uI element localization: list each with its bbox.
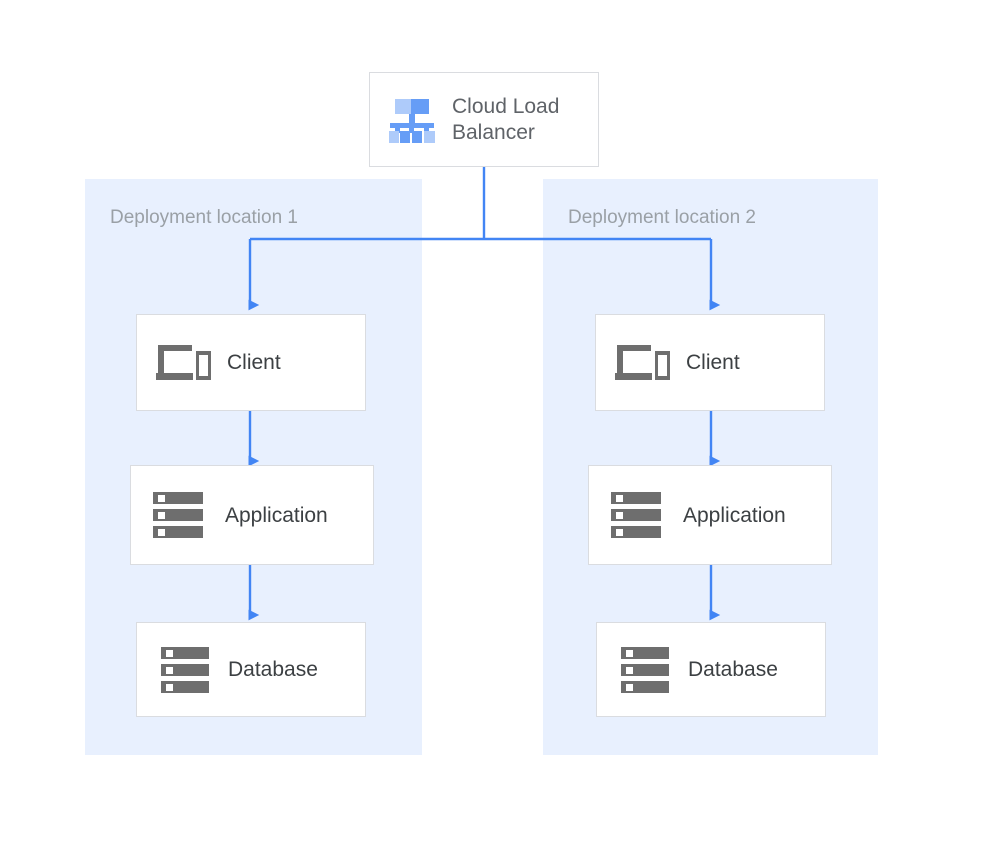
node-label: Database bbox=[688, 658, 778, 681]
server-stack-icon bbox=[619, 644, 674, 696]
deployment-location-1-label: Deployment location 1 bbox=[110, 207, 298, 228]
devices-icon bbox=[155, 339, 213, 387]
node-label: Cloud Load Balancer bbox=[452, 94, 560, 144]
node-label: Database bbox=[228, 658, 318, 681]
server-stack-icon bbox=[159, 644, 214, 696]
node-label: Application bbox=[225, 503, 328, 527]
node-cloud-load-balancer[interactable]: Cloud Load Balancer bbox=[369, 72, 599, 167]
node-label: Application bbox=[683, 503, 786, 527]
node-client-zone-2[interactable]: Client bbox=[595, 314, 825, 411]
server-stack-icon bbox=[609, 489, 667, 541]
node-client-zone-1[interactable]: Client bbox=[136, 314, 366, 411]
deployment-location-2-label: Deployment location 2 bbox=[568, 207, 756, 228]
node-application-zone-1[interactable]: Application bbox=[130, 465, 374, 565]
server-stack-icon bbox=[151, 489, 209, 541]
node-label: Client bbox=[227, 351, 281, 374]
node-application-zone-2[interactable]: Application bbox=[588, 465, 832, 565]
node-database-zone-1[interactable]: Database bbox=[136, 622, 366, 717]
devices-icon bbox=[614, 339, 672, 387]
hierarchy-icon bbox=[386, 94, 438, 146]
node-database-zone-2[interactable]: Database bbox=[596, 622, 826, 717]
node-label: Client bbox=[686, 351, 740, 374]
